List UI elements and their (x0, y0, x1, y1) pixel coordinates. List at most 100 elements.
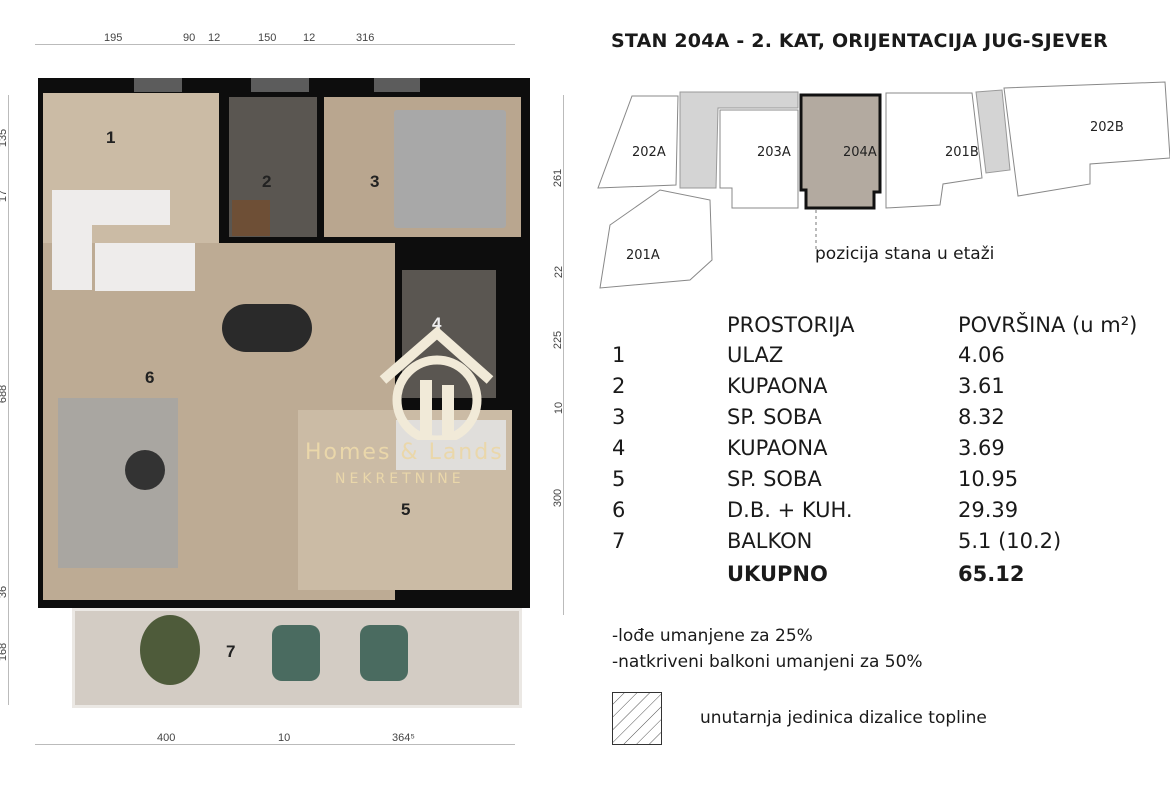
kitchen-counter-side (52, 190, 92, 290)
table-row: 3 SP. SOBA 8.32 (612, 405, 1168, 435)
row-area: 3.69 (958, 436, 1005, 460)
row-name: KUPAONA (727, 374, 828, 398)
row-no: 7 (612, 529, 626, 553)
table-row: 7 BALKON 5.1 (10.2) (612, 529, 1168, 559)
watermark-sub: NEKRETNINE (335, 471, 465, 487)
table-row: 4 KUPAONA 3.69 (612, 436, 1168, 466)
unit-outline-201A (599, 189, 713, 289)
row-no: 4 (612, 436, 626, 460)
dim-left-4: 36 (0, 585, 10, 599)
row-area: 29.39 (958, 498, 1019, 522)
plant (140, 615, 200, 685)
dim-right-5: 300 (552, 488, 565, 508)
table-header: PROSTORIJA POVRŠINA (u m²) (612, 313, 1168, 343)
row-name: ULAZ (727, 343, 784, 367)
hatched-legend-swatch (612, 692, 662, 745)
room-number-1: 1 (106, 128, 116, 147)
row-no: 3 (612, 405, 626, 429)
kitchen-island (95, 243, 195, 291)
dim-top-3: 12 (208, 32, 221, 44)
corridor-2 (975, 89, 1011, 174)
dim-bottom-2: 10 (278, 732, 291, 744)
table-row: 1 ULAZ 4.06 (612, 343, 1168, 373)
window (251, 78, 309, 92)
key-unit-204A: 204A (843, 145, 877, 160)
room-number-5: 5 (401, 500, 411, 519)
row-name: SP. SOBA (727, 467, 822, 491)
chair (272, 625, 320, 681)
dim-top-4: 150 (258, 32, 277, 44)
unit-outline-201B (885, 92, 983, 209)
watermark-house-logo (379, 326, 494, 440)
dim-top-1: 195 (104, 32, 123, 44)
header-area: POVRŠINA (u m²) (958, 313, 1138, 337)
page-title: STAN 204A - 2. KAT, ORIJENTACIJA JUG-SJE… (611, 30, 1108, 52)
row-area: 3.61 (958, 374, 1005, 398)
dim-line-right (563, 95, 564, 615)
note-balcony: -natkriveni balkoni umanjeni za 50% (612, 652, 923, 672)
dim-bottom-1: 400 (157, 732, 176, 744)
dim-top-6: 316 (356, 32, 375, 44)
key-unit-202B: 202B (1090, 120, 1124, 135)
room-number-4: 4 (432, 314, 442, 333)
dim-left-5: 168 (0, 642, 10, 662)
room-number-3: 3 (370, 172, 380, 191)
header-room: PROSTORIJA (727, 313, 855, 337)
unit-outline-204A (799, 93, 882, 210)
dim-left-3: 688 (0, 384, 10, 404)
window (374, 78, 420, 92)
table-total-row: UKUPNO 65.12 (612, 562, 1168, 592)
row-name: SP. SOBA (727, 405, 822, 429)
key-plan-caption: pozicija stana u etaži (815, 244, 995, 264)
dim-right-4: 10 (553, 401, 566, 415)
total-area: 65.12 (958, 562, 1025, 586)
watermark-brand: Homes & Lands (305, 440, 504, 465)
table-row: 2 KUPAONA 3.61 (612, 374, 1168, 404)
key-unit-203A: 203A (757, 145, 791, 160)
unit-outline-202B (1003, 81, 1170, 197)
bed (394, 110, 506, 228)
corridor (679, 91, 799, 189)
dim-top-5: 12 (303, 32, 316, 44)
row-area: 4.06 (958, 343, 1005, 367)
row-area: 10.95 (958, 467, 1019, 491)
dim-top-2: 90 (183, 32, 196, 44)
legend-label: unutarnja jedinica dizalice topline (700, 708, 987, 728)
table-row: 5 SP. SOBA 10.95 (612, 467, 1168, 497)
row-no: 1 (612, 343, 626, 367)
row-area: 5.1 (10.2) (958, 529, 1062, 553)
row-area: 8.32 (958, 405, 1005, 429)
dim-right-1: 261 (552, 168, 565, 188)
chair (360, 625, 408, 681)
unit-outline-203A (719, 109, 799, 209)
dim-left-1: 135 (0, 128, 10, 148)
room-number-7: 7 (226, 642, 236, 661)
room-number-2: 2 (262, 172, 272, 191)
table-row: 6 D.B. + KUH. 29.39 (612, 498, 1168, 528)
row-name: D.B. + KUH. (727, 498, 853, 522)
unit-outline-202A (597, 95, 679, 189)
row-name: KUPAONA (727, 436, 828, 460)
bathroom-mat (232, 200, 270, 236)
dim-line-top (35, 44, 515, 45)
dim-right-2: 22 (553, 265, 566, 279)
dim-line-left (8, 95, 9, 705)
dim-left-2: 17 (0, 189, 10, 203)
window (134, 78, 182, 92)
key-unit-201A: 201A (626, 248, 660, 263)
key-plan (597, 81, 1170, 289)
row-no: 5 (612, 467, 626, 491)
coffee-table (125, 450, 165, 490)
row-name: BALKON (727, 529, 813, 553)
key-unit-201B: 201B (945, 145, 979, 160)
row-no: 6 (612, 498, 626, 522)
dining-table (222, 304, 312, 352)
total-label: UKUPNO (727, 562, 828, 586)
room-number-6: 6 (145, 368, 155, 387)
dim-bottom-3: 364⁵ (392, 732, 415, 744)
key-unit-202A: 202A (632, 145, 666, 160)
dim-line-bottom (35, 744, 515, 745)
row-no: 2 (612, 374, 626, 398)
note-loggia: -lođe umanjene za 25% (612, 626, 813, 646)
dim-right-3: 225 (552, 330, 565, 350)
